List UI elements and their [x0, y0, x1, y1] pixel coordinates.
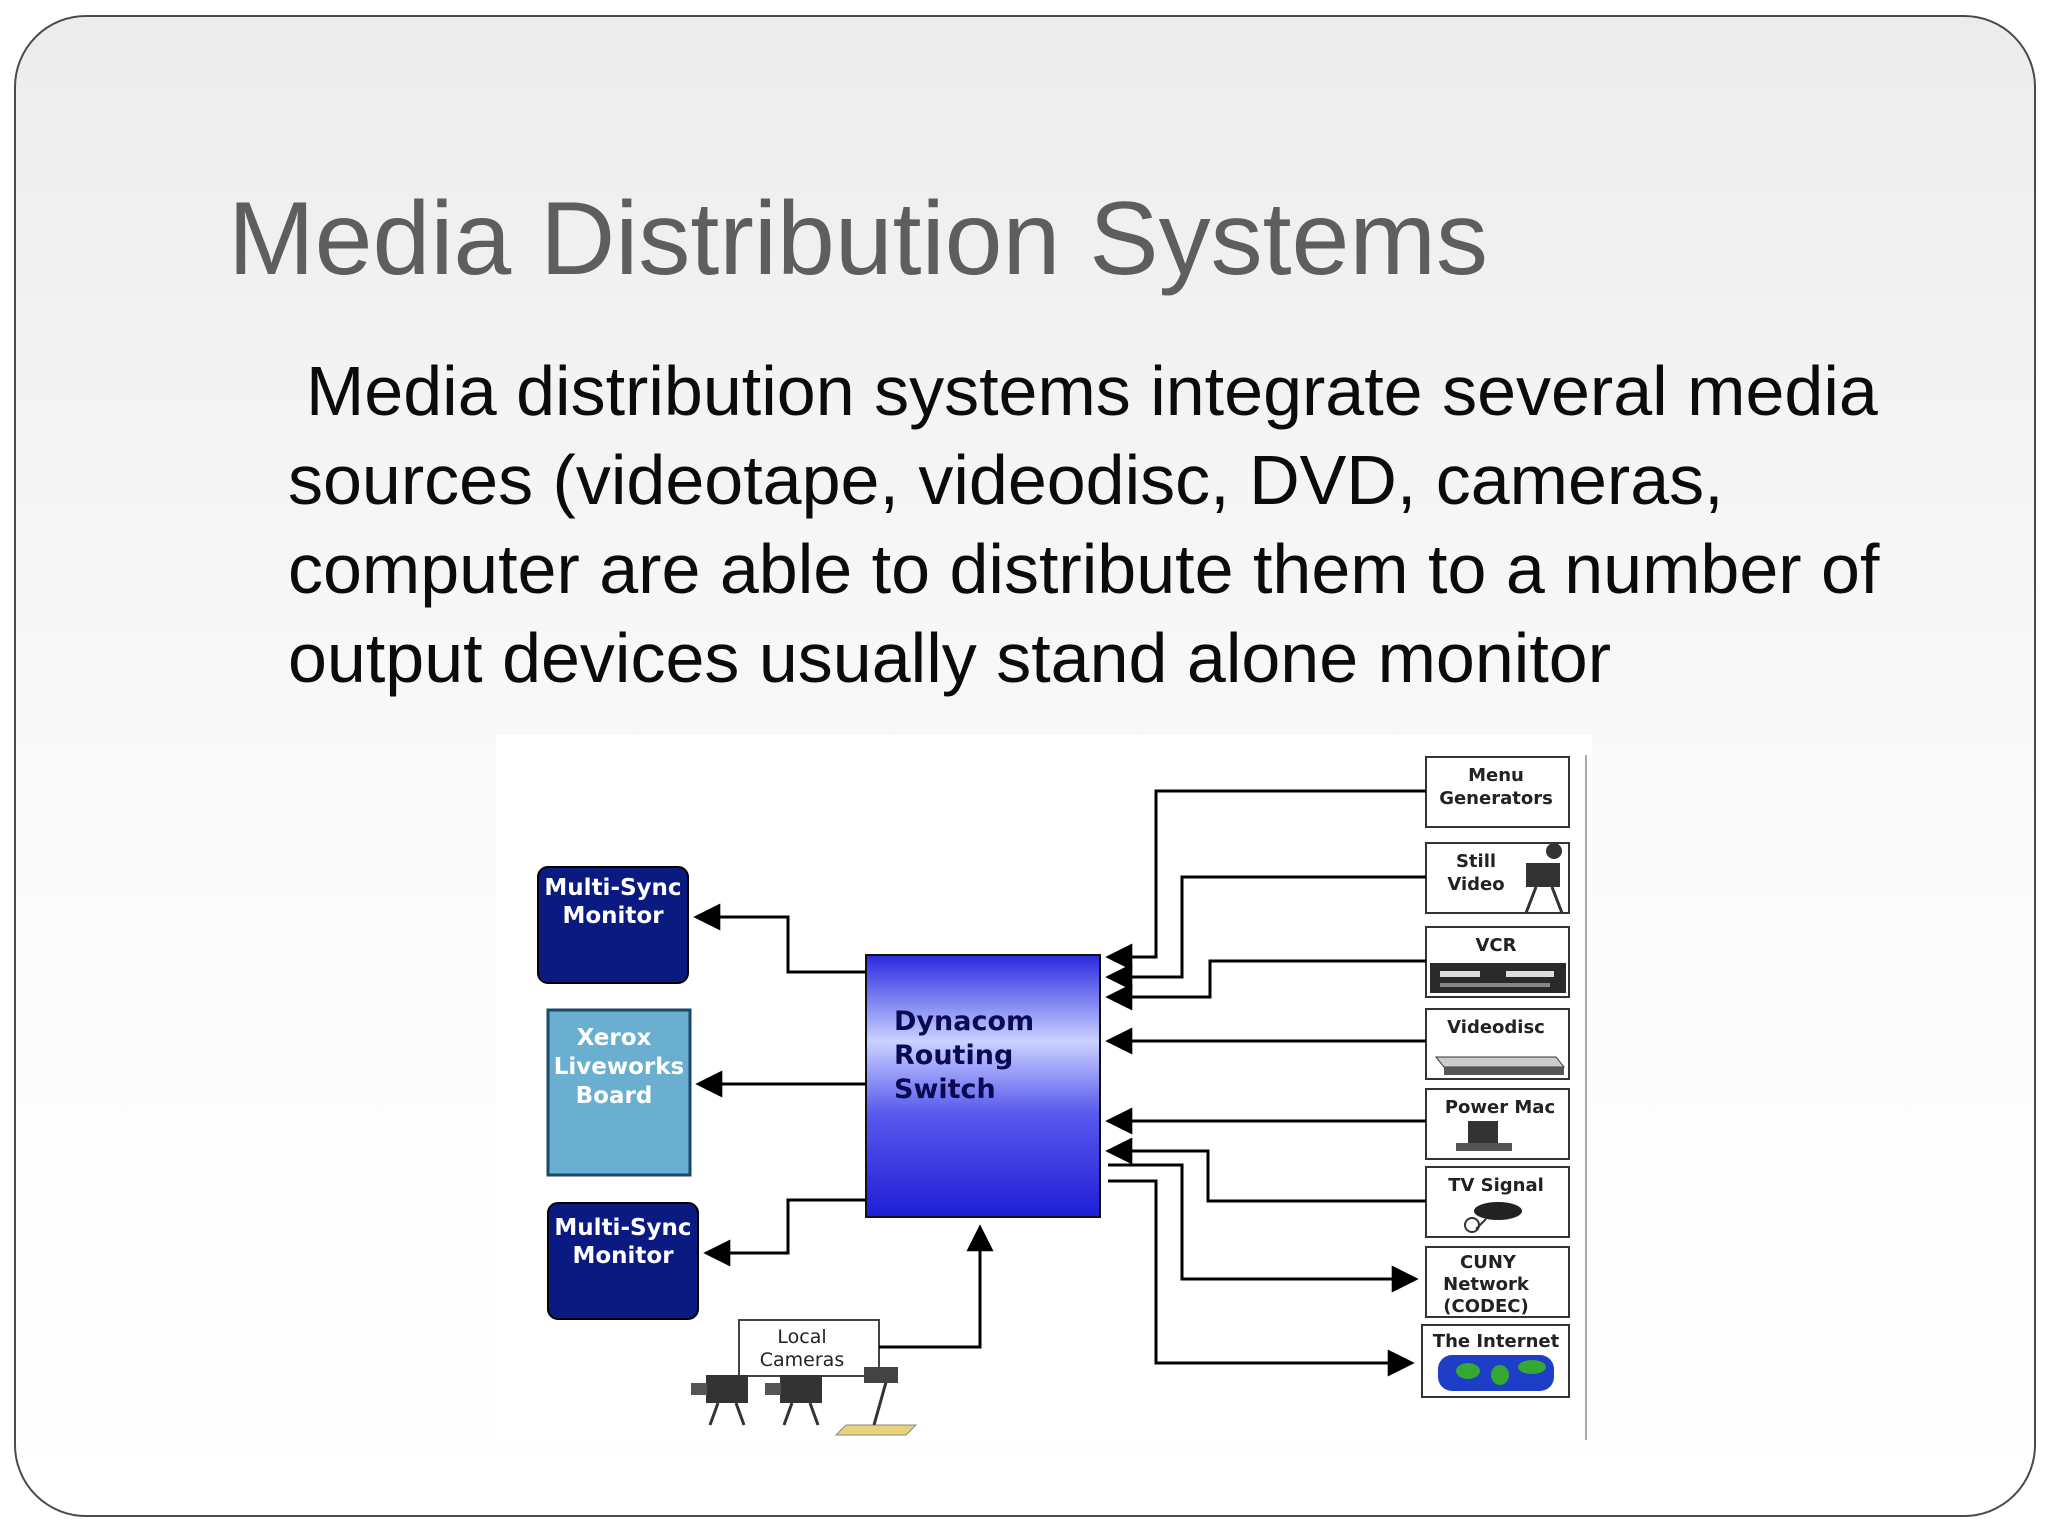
output-1-line-1: Multi-Sync — [544, 875, 681, 901]
source-7-line-1: CUNY — [1460, 1252, 1517, 1273]
source-7-line-2: Network — [1443, 1274, 1530, 1295]
routing-switch: Dynacom Routing Switch — [865, 954, 1101, 1218]
computer-icon — [1456, 1121, 1512, 1151]
source-5-line-1: Power Mac — [1445, 1097, 1555, 1118]
source-2-line-1: Still — [1456, 851, 1496, 872]
source-the-internet: The Internet — [1421, 1324, 1570, 1398]
output-3-line-2: Monitor — [572, 1243, 674, 1269]
camera-connector — [879, 1224, 994, 1349]
source-7-line-3: (CODEC) — [1443, 1296, 1528, 1317]
source-4-line-1: Videodisc — [1447, 1017, 1545, 1038]
output-3-line-1: Multi-Sync — [554, 1215, 691, 1241]
local-cameras: Local Cameras — [691, 1319, 918, 1436]
output-multisync-monitor-2: Multi-Sync Monitor — [547, 1202, 699, 1320]
switch-label-3: Switch — [894, 1074, 996, 1105]
videodisc-player-icon — [1434, 1056, 1566, 1075]
camera-icon — [691, 1375, 748, 1426]
document-camera-icon — [834, 1367, 918, 1436]
output-2-line-3: Board — [576, 1083, 653, 1109]
output-1-line-2: Monitor — [562, 903, 664, 929]
source-tv-signal: TV Signal — [1425, 1166, 1570, 1238]
slide: Media Distribution Systems Media distrib… — [14, 15, 2036, 1517]
vcr-icon — [1430, 963, 1566, 993]
camera-icon — [765, 1375, 822, 1426]
satellite-dish-icon — [1464, 1202, 1522, 1233]
still-video-camera-icon — [1524, 843, 1564, 914]
output-multisync-monitor-1: Multi-Sync Monitor — [537, 866, 689, 984]
source-videodisc: Videodisc — [1425, 1008, 1570, 1080]
output-xerox-liveworks-board: Xerox Liveworks Board — [546, 1008, 692, 1177]
output-connectors — [693, 903, 866, 1267]
source-8-line-1: The Internet — [1433, 1331, 1560, 1352]
source-1-line-2: Generators — [1439, 788, 1553, 809]
source-3-line-1: VCR — [1475, 935, 1516, 956]
output-2-line-1: Xerox — [577, 1025, 652, 1051]
slide-body-text: Media distribution systems integrate sev… — [288, 352, 1880, 697]
local-cameras-line-1: Local — [777, 1326, 826, 1348]
local-cameras-line-2: Cameras — [760, 1349, 844, 1371]
switch-label-1: Dynacom — [894, 1006, 1034, 1037]
globe-icon — [1438, 1355, 1554, 1391]
source-1-line-1: Menu — [1468, 765, 1524, 786]
switch-label-2: Routing — [894, 1040, 1013, 1071]
output-2-line-2: Liveworks — [554, 1054, 685, 1080]
source-still-video: Still Video — [1425, 842, 1570, 914]
media-distribution-diagram: Dynacom Routing Switch Multi-Sync Monito… — [496, 735, 1592, 1440]
source-cuny-network: CUNY Network (CODEC) — [1425, 1246, 1570, 1318]
source-connectors — [1105, 789, 1426, 1377]
source-2-line-2: Video — [1447, 874, 1504, 895]
source-menu-generators: Menu Generators — [1425, 756, 1570, 828]
source-vcr: VCR — [1425, 926, 1570, 998]
source-power-mac: Power Mac — [1425, 1088, 1570, 1160]
source-6-line-1: TV Signal — [1448, 1175, 1544, 1196]
slide-title: Media Distribution Systems — [228, 181, 1488, 297]
